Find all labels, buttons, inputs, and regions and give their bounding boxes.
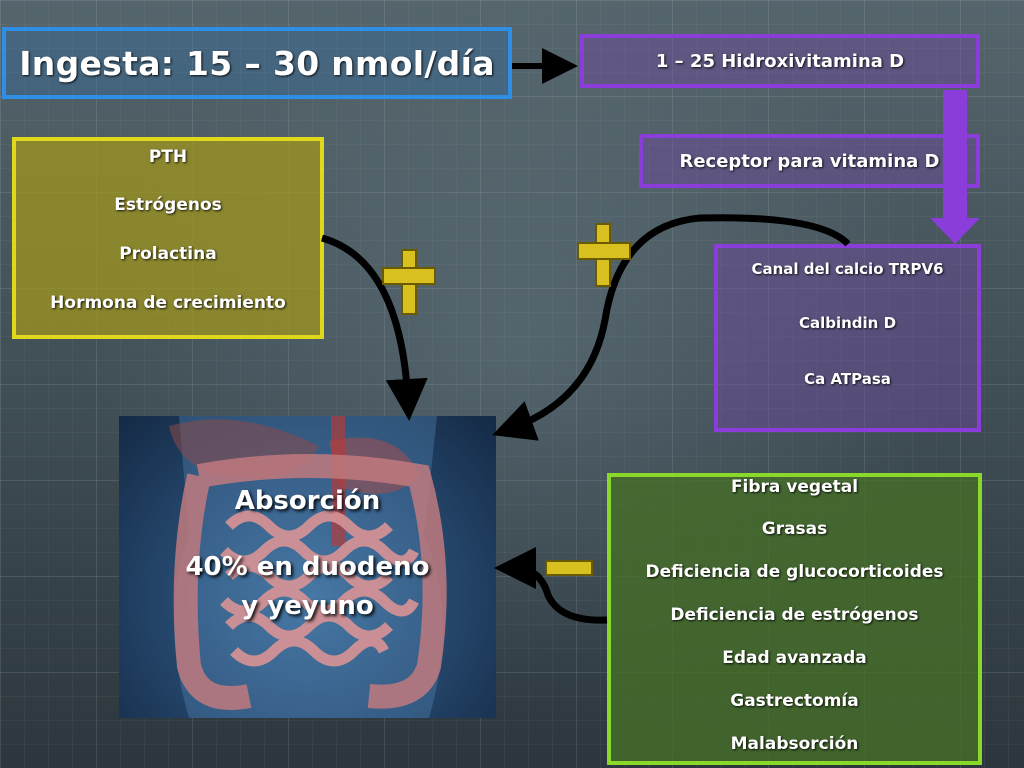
intestine-graphic (169, 416, 447, 718)
inhibitor-item: Deficiencia de glucocorticoides (645, 562, 944, 582)
arrow-inhibitors-to-absorption (494, 547, 608, 624)
hydroxyvitamin-box: 1 – 25 Hidroxivitamina D (580, 34, 980, 88)
absorption-title: Absorción (234, 486, 381, 516)
plus-icon (382, 249, 436, 315)
hormone-item: Estrógenos (114, 195, 222, 215)
inhibitor-item: Edad avanzada (722, 648, 867, 668)
intestine-illustration: Absorción 40% en duodeno y yeyuno (119, 416, 496, 718)
inhibitor-item: Fibra vegetal (730, 477, 859, 497)
inhibitor-item: Gastrectomía (730, 691, 859, 711)
plus-icon (577, 223, 631, 287)
intake-title: Ingesta: 15 – 30 nmol/día (19, 43, 495, 83)
hormones-box: PTH Estrógenos Prolactina Hormona de cre… (12, 137, 324, 339)
inhibitor-item: Deficiencia de estrógenos (670, 605, 919, 625)
minus-icon (545, 560, 593, 576)
hydroxyvitamin-label: 1 – 25 Hidroxivitamina D (655, 50, 905, 72)
inhibitor-item: Malabsorción (730, 734, 859, 754)
arrow-hormones-to-absorption (321, 234, 428, 421)
transport-item: Ca ATPasa (804, 370, 891, 388)
hormone-item: Hormona de crecimiento (50, 293, 286, 313)
absorption-line-2: y yeyuno (241, 591, 374, 621)
inhibitor-item: Grasas (761, 519, 828, 539)
receptor-label: Receptor para vitamina D (679, 150, 940, 172)
transport-item: Canal del calcio TRPV6 (751, 260, 944, 278)
absorption-line-1: 40% en duodeno (185, 552, 430, 582)
transport-box: Canal del calcio TRPV6 Calbindin D Ca AT… (714, 244, 981, 432)
intake-title-box: Ingesta: 15 – 30 nmol/día (2, 27, 512, 99)
transport-item: Calbindin D (798, 314, 897, 332)
hormone-item: Prolactina (119, 244, 217, 264)
inhibitors-box: Fibra vegetal Grasas Deficiencia de gluc… (607, 473, 982, 765)
hormone-item: PTH (148, 147, 188, 167)
receptor-box: Receptor para vitamina D (639, 134, 980, 188)
